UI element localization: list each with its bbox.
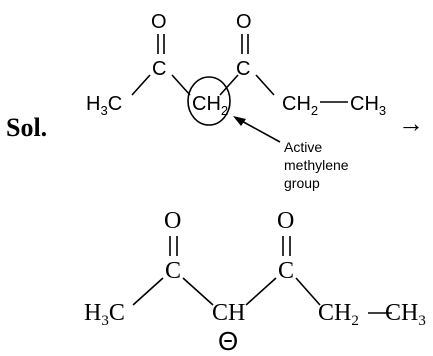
top-c2: C [236, 58, 250, 80]
top-labels: O C O C H3C CH2 CH2 CH3 Active methylene… [86, 11, 386, 191]
top-o2: O [236, 11, 252, 33]
bond-ch2-to-c2 [219, 74, 239, 96]
active-methylene-circle [187, 76, 231, 126]
bottom-c2: C [278, 258, 294, 284]
annotation-arrowhead [233, 116, 246, 126]
bond-c2-to-ch2 [255, 74, 275, 96]
bond-h3c-to-c1 [131, 74, 151, 96]
top-o1: O [151, 11, 167, 33]
annotation-line2: methylene [284, 157, 349, 173]
bottom-h3c: H3C [84, 300, 125, 329]
sol-label: Sol. [6, 113, 47, 142]
annotation-line3: group [284, 175, 320, 191]
bottom-labels: O C O C H3C CH CH2 CH3 [84, 208, 426, 329]
bottom-ethyl-ch2: CH2 [318, 300, 359, 329]
bond-b-ch-to-c2 [245, 277, 277, 306]
bottom-c1: C [165, 258, 181, 284]
bond-c1-to-ch2 [171, 74, 191, 96]
bottom-structure [132, 236, 392, 314]
bottom-ethyl-ch3: CH3 [385, 300, 426, 329]
top-central-ch2: CH2 [192, 93, 228, 118]
bond-b-h3c-to-c1 [132, 277, 164, 306]
reaction-arrow: → [398, 108, 424, 138]
bottom-o1: O [164, 208, 181, 234]
top-ethyl-ch2: CH2 [282, 93, 318, 118]
annotation-line1: Active [284, 139, 322, 155]
top-h3c: H3C [86, 93, 122, 118]
bottom-central-ch: CH [212, 300, 245, 326]
top-structure [131, 34, 348, 143]
bottom-o2: O [277, 208, 294, 234]
bond-b-c1-to-ch [182, 277, 214, 306]
top-ethyl-ch3: CH3 [350, 93, 386, 118]
top-c1: C [152, 58, 166, 80]
bond-b-c2-to-ch2 [295, 277, 321, 306]
bottom-carbanion-charge: Θ [218, 326, 238, 356]
annotation-arrow-line [237, 118, 281, 143]
